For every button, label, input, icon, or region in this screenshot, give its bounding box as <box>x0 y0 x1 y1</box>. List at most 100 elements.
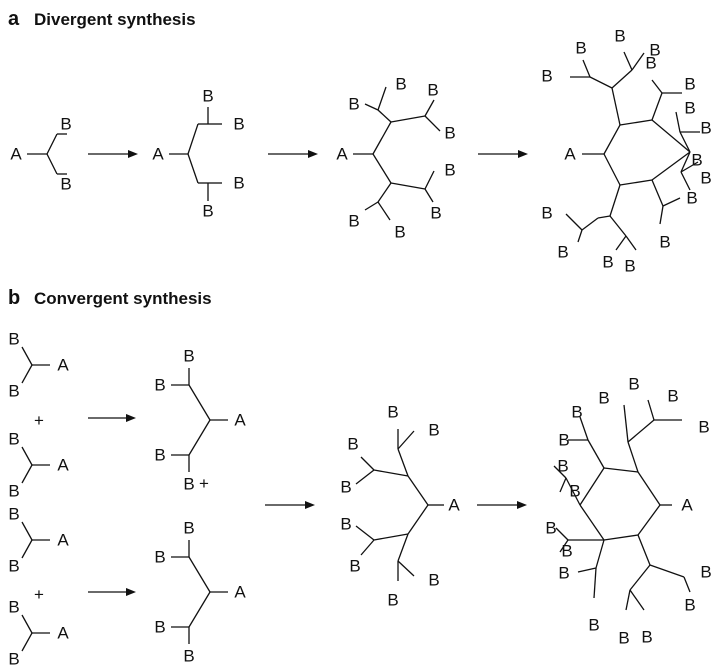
core-label-a: A <box>681 496 693 515</box>
end-label-b: B <box>561 542 572 561</box>
core-label-a: A <box>152 145 164 164</box>
bond <box>373 469 409 477</box>
core-label-a: A <box>10 145 22 164</box>
bond <box>377 109 392 123</box>
bond <box>659 205 664 225</box>
bond <box>662 197 681 207</box>
end-label-b: B <box>700 563 711 582</box>
end-label-b: B <box>444 161 455 180</box>
panel-b-monomer-1: BAB <box>8 330 69 401</box>
end-label-b: B <box>183 347 194 366</box>
plus-sign: + <box>34 411 44 430</box>
bond <box>372 153 392 184</box>
end-label-b: B <box>444 124 455 143</box>
bond <box>679 131 691 153</box>
end-label-b: B <box>575 39 586 58</box>
end-label-b: B <box>8 557 19 576</box>
bond <box>623 404 629 443</box>
bond <box>559 539 569 553</box>
bond <box>377 86 387 111</box>
bond <box>424 188 434 203</box>
bond <box>21 464 33 484</box>
end-label-b: B <box>628 375 639 394</box>
end-label-b: B <box>395 75 406 94</box>
bond <box>577 567 597 573</box>
end-label-b: B <box>394 223 405 242</box>
end-label-b: B <box>233 174 244 193</box>
bond <box>372 121 392 155</box>
bond <box>407 504 429 535</box>
core-label-a: A <box>57 624 69 643</box>
bond <box>188 591 211 628</box>
end-label-b: B <box>686 189 697 208</box>
bond <box>424 99 435 117</box>
bond <box>355 525 375 541</box>
end-label-b: B <box>347 435 358 454</box>
end-label-b: B <box>430 204 441 223</box>
end-label-b: B <box>8 650 19 667</box>
end-label-b: B <box>588 616 599 635</box>
end-label-b: B <box>645 54 656 73</box>
end-label-b: B <box>659 233 670 252</box>
panel-a-letter: a <box>8 8 20 30</box>
bond <box>637 504 661 536</box>
panel-a-arrow-2 <box>268 150 318 158</box>
panel-a-arrow-3 <box>478 150 528 158</box>
bond <box>397 430 415 450</box>
end-label-b: B <box>684 596 695 615</box>
bond <box>46 133 58 155</box>
end-label-b: B <box>154 618 165 637</box>
bond <box>603 467 639 473</box>
bond <box>675 111 681 133</box>
end-label-b: B <box>545 519 556 538</box>
bond <box>559 477 567 493</box>
end-label-b: B <box>8 330 19 349</box>
end-label-b: B <box>557 457 568 476</box>
end-label-b: B <box>340 478 351 497</box>
bond <box>188 384 211 421</box>
core-label-a: A <box>336 145 348 164</box>
bond <box>615 235 627 251</box>
bond <box>627 441 639 473</box>
core-label-a: A <box>234 583 246 602</box>
panel-b-monomer-2: BAB <box>8 430 69 501</box>
bond <box>21 539 33 559</box>
end-label-b: B <box>427 81 438 100</box>
bond <box>609 184 621 217</box>
bond <box>619 179 653 186</box>
bond <box>603 534 639 541</box>
bond <box>21 346 33 366</box>
bond <box>619 119 653 126</box>
core-label-a: A <box>564 145 576 164</box>
end-label-b: B <box>614 27 625 46</box>
bond <box>355 469 375 485</box>
end-label-b: B <box>558 431 569 450</box>
bond <box>627 419 655 443</box>
bond <box>377 182 392 203</box>
bond <box>565 477 581 506</box>
end-label-b: B <box>154 446 165 465</box>
bond <box>579 467 605 506</box>
end-label-b: B <box>340 515 351 534</box>
bond <box>603 124 621 155</box>
bond <box>651 151 691 181</box>
end-label-b: B <box>541 204 552 223</box>
bond <box>651 79 663 94</box>
bond <box>397 560 415 577</box>
end-label-b: B <box>557 243 568 262</box>
end-label-b: B <box>700 169 711 188</box>
bond <box>397 448 409 477</box>
bond <box>587 439 605 469</box>
bond <box>553 465 567 479</box>
bond <box>565 213 583 231</box>
end-label-b: B <box>8 382 19 401</box>
bond <box>631 52 645 71</box>
bond <box>187 123 199 155</box>
end-label-b: B <box>348 95 359 114</box>
bond <box>21 521 33 541</box>
